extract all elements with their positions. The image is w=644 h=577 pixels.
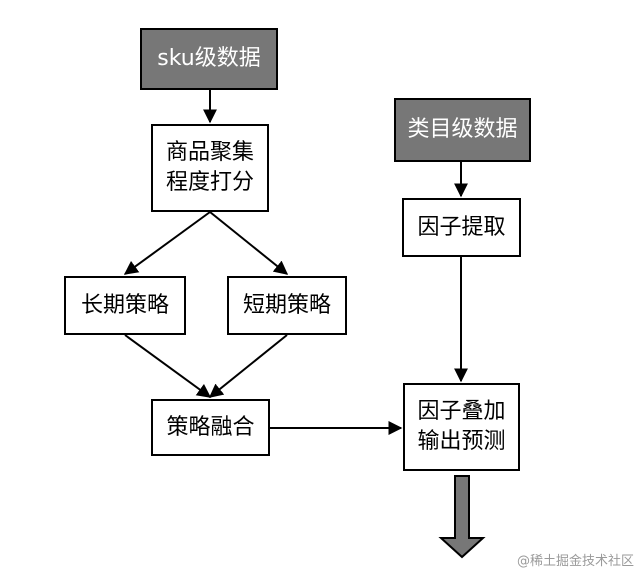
factor-overlay-box: 因子叠加 输出预测 [403, 383, 520, 471]
product-cluster-box: 商品聚集 程度打分 [151, 124, 269, 212]
category-data-box: 类目级数据 [394, 98, 531, 162]
category-data-label: 类目级数据 [407, 117, 518, 142]
factor-extract-box: 因子提取 [402, 198, 521, 257]
arrow-short-to-fusion [208, 334, 288, 398]
long-term-strategy-box: 长期策略 [64, 276, 186, 335]
sku-data-label: sku级数据 [157, 46, 261, 71]
factor-overlay-label: 因子叠加 输出预测 [417, 399, 506, 454]
arrow-cluster-to-short [209, 211, 289, 275]
product-cluster-label: 商品聚集 程度打分 [165, 140, 254, 195]
factor-extract-label: 因子提取 [417, 214, 506, 240]
strategy-fusion-box: 策略融合 [151, 399, 270, 456]
short-term-strategy-box: 短期策略 [227, 276, 347, 335]
long-term-strategy-label: 长期策略 [80, 292, 169, 318]
arrow-long-to-fusion [124, 334, 212, 398]
sku-data-box: sku级数据 [140, 28, 278, 90]
watermark-text: @稀土掘金技术社区 [516, 554, 634, 569]
strategy-fusion-label: 策略融合 [166, 414, 255, 440]
arrow-cluster-to-long [123, 211, 211, 275]
output-arrow [438, 475, 486, 559]
short-term-strategy-label: 短期策略 [242, 292, 331, 318]
